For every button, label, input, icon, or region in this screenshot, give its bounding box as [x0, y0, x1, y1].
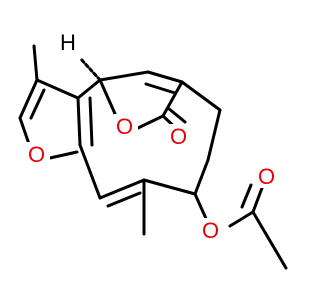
oxygen-lactone-carbonyl-label: O	[170, 124, 187, 149]
oxygen-acetyl-carbonyl-label-bg	[256, 164, 280, 188]
oxygen-ester-label-bg	[200, 218, 224, 242]
bond-carbonyl-double-b	[166, 106, 187, 124]
hydrogen-label-bg	[58, 30, 80, 54]
bond-c-carbonyl-c13	[161, 80, 184, 118]
bond-furan-c3-c3a	[35, 78, 80, 100]
oxygen-lactone-carbonyl-label-bg	[168, 124, 192, 148]
bond-c9-c10	[142, 178, 197, 196]
oxygen-acetyl-carbonyl-label: O	[258, 164, 275, 189]
oxygen-furan-label: O	[28, 142, 45, 167]
oxygen-ester-label: O	[202, 218, 219, 243]
bond-c11-c12	[206, 108, 222, 162]
bond-furan-c3a-c7a	[76, 96, 82, 147]
bond-acetyl-double-a	[251, 186, 264, 214]
atom-labels: H O O O O O	[26, 30, 280, 243]
bond-furan-c2-c2-double	[29, 88, 46, 120]
bond-o-ester-c-acetyl	[228, 210, 255, 228]
bond-skeleton	[18, 44, 288, 270]
oxygen-furan-label-bg	[26, 142, 50, 166]
bond-furan-c2-o	[18, 116, 31, 146]
bond-c8-c9-double-a	[98, 178, 146, 200]
bond-c15-c3a	[76, 78, 102, 100]
bond-c7a-c8	[78, 143, 102, 200]
bond-c10-c11	[193, 158, 210, 196]
hydrogen-label: H	[60, 30, 76, 55]
bond-c13-c14-double-a	[146, 70, 184, 84]
molecule-structure: H O O O O O	[18, 30, 288, 270]
bond-c12-c13	[180, 80, 222, 112]
bond-c14-c15	[98, 70, 150, 82]
oxygen-lactone-ring-label-bg	[114, 114, 138, 138]
bond-furan-o-c7a	[48, 150, 79, 160]
bond-methyl-furan	[32, 44, 39, 82]
bond-c13-c14-double-b	[144, 82, 177, 95]
bond-o-lactone-c-carbonyl	[136, 114, 165, 130]
bond-acetyl-double-b	[240, 183, 253, 209]
bond-c15-o-lactone	[98, 78, 118, 118]
bond-c15-h	[78, 56, 102, 82]
bond-acetyl-methyl	[251, 210, 288, 270]
bond-c8-c9-double-b	[106, 191, 142, 208]
oxygen-lactone-ring-label: O	[116, 114, 133, 139]
bond-furan-c3a-c7a-double	[88, 96, 94, 147]
bond-furan-c3-c2	[18, 78, 39, 120]
